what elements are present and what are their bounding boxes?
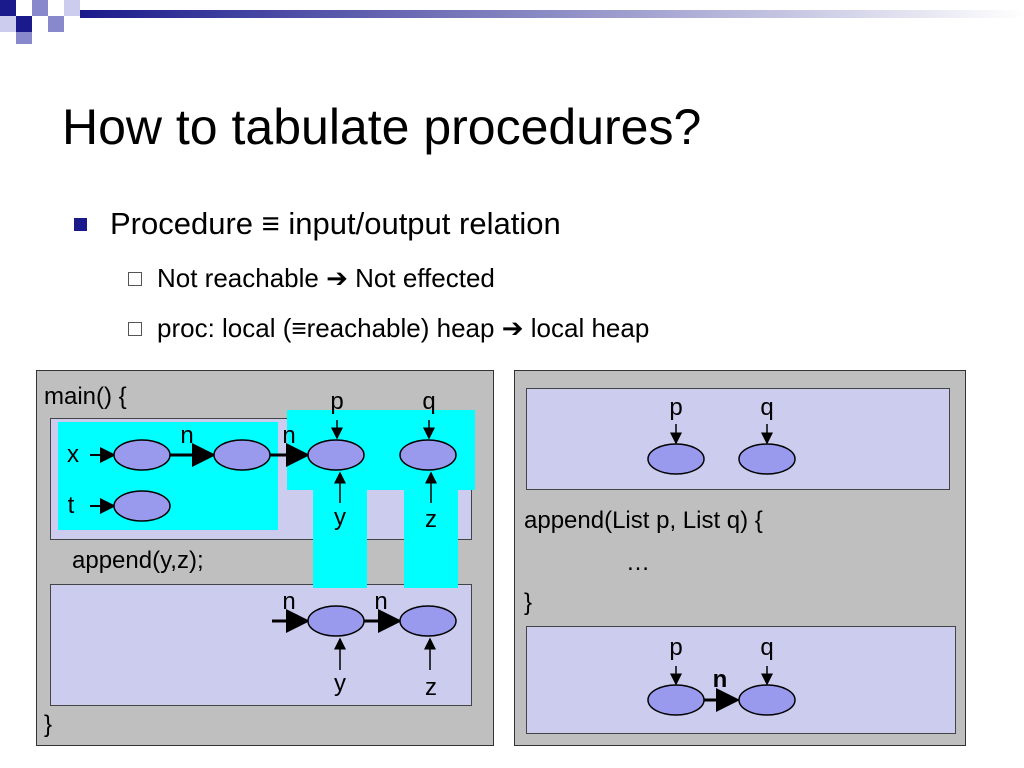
label-q: q (760, 634, 774, 661)
heap-box-after (50, 584, 472, 706)
main-open: main() { (44, 383, 127, 410)
bullet-square-icon (74, 218, 87, 231)
label-z: z (425, 506, 437, 533)
checkbox-bullet-icon (128, 322, 142, 336)
highlight-y-column (313, 490, 367, 588)
label-p: p (669, 634, 683, 661)
node-q-out (738, 684, 796, 716)
arrow-right-icon: ➔ (501, 313, 524, 343)
equiv-symbol: ≡ (291, 313, 307, 343)
sub-bullet-1: Not reachable ➔ Not effected (157, 262, 495, 294)
sub-bullet-1-right: Not effected (355, 263, 495, 293)
label-n: n (374, 588, 388, 615)
bullet-suffix: input/output relation (288, 206, 561, 241)
node-t (113, 490, 171, 522)
node-q-in (738, 443, 796, 475)
node-y-after (307, 605, 365, 637)
node-p-out (647, 684, 705, 716)
node-q (399, 439, 457, 471)
label-y: y (334, 504, 346, 531)
label-n: n (282, 422, 296, 449)
sub-bullet-2: proc: local (≡reachable) heap ➔ local he… (157, 312, 649, 344)
append-body: … (626, 549, 650, 576)
output-heap-box (526, 626, 956, 734)
label-x: x (67, 441, 79, 468)
sub-bullet-1-left: Not reachable (157, 263, 319, 293)
sub-bullet-2-left: proc: local ( (157, 313, 292, 343)
corner-decoration (0, 0, 1024, 44)
label-z: z (425, 674, 437, 701)
checkbox-bullet-icon (128, 272, 142, 286)
sub-bullet-2-middle: reachable) heap (306, 313, 495, 343)
append-call: append(y,z); (72, 547, 204, 574)
node-x2 (213, 439, 271, 471)
node-x (113, 439, 171, 471)
slide-title: How to tabulate procedures? (62, 99, 702, 155)
node-z-after (399, 605, 457, 637)
arrow-right-icon: ➔ (326, 263, 348, 293)
highlight-z-column (404, 490, 458, 588)
node-p (307, 439, 365, 471)
label-q: q (760, 394, 774, 421)
input-heap-box (526, 388, 950, 490)
main-close: } (44, 711, 53, 738)
label-q: q (422, 388, 436, 415)
label-n: n (712, 666, 728, 693)
append-close: } (524, 589, 533, 616)
label-n: n (282, 588, 296, 615)
equiv-symbol: ≡ (261, 206, 280, 241)
append-signature: append(List p, List q) { (524, 507, 763, 534)
bullet-prefix: Procedure (110, 206, 254, 241)
label-t: t (67, 492, 75, 519)
label-p: p (330, 388, 344, 415)
main-bullet: Procedure ≡ input/output relation (110, 204, 561, 244)
label-p: p (669, 394, 683, 421)
node-p-in (647, 443, 705, 475)
sub-bullet-2-right: local heap (530, 313, 650, 343)
label-y: y (334, 670, 346, 697)
label-n: n (180, 422, 194, 449)
